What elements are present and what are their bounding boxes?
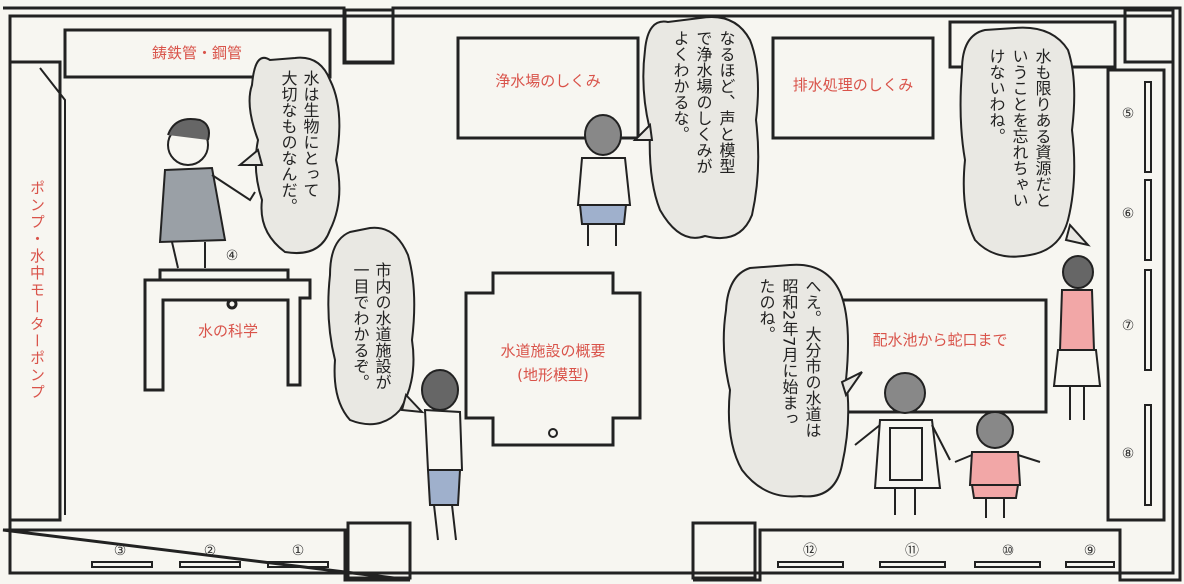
bubble-woman-right-line1: 水も限りある資源だと: [1033, 48, 1052, 208]
number-2: ②: [204, 543, 217, 559]
number-5: ⑤: [1122, 106, 1135, 122]
label-water-purification: 浄水場のしくみ: [495, 72, 601, 90]
bubble-woman-center-line1: へえ。大分市の水道は: [803, 278, 822, 438]
number-4: ④: [226, 248, 239, 264]
pump-panel: [10, 60, 62, 522]
terrain-model: [464, 271, 642, 447]
label-cast-iron-pipe: 鋳鉄管・鋼管: [152, 44, 242, 62]
woman-figure: [1052, 255, 1102, 420]
pump-panel-bevel: [39, 67, 66, 515]
number-7: ⑦: [1122, 318, 1135, 334]
woman-figure-apron: [854, 372, 951, 515]
number-10: ⑩: [1002, 543, 1015, 559]
number-9: ⑨: [1084, 543, 1097, 559]
number-11: ⑪: [905, 543, 919, 559]
boy-figure-side: [421, 369, 464, 541]
label-pump: ポンプ・水中モーターポンプ: [28, 180, 46, 401]
bubble-woman-center: へえ。大分市の水道は 昭和2年7月に始まっ たのね。: [722, 263, 863, 498]
bubble-boy-left-line1: 市内の水道施設が: [373, 262, 392, 390]
number-8: ⑧: [1122, 446, 1135, 462]
label-facility-overview: 水道施設の概要: [500, 342, 605, 360]
terrain-model-marker: [548, 428, 558, 438]
bubble-woman-center-line2: 昭和2年7月に始まっ: [780, 278, 799, 426]
bottom-pillar-right: [691, 521, 757, 580]
bubble-man: 水は生物にとって 大切なものなんだ。: [237, 56, 341, 254]
bubble-boy-center-line3: よくわかるな。: [671, 30, 690, 142]
boy-figure-back: [576, 114, 632, 246]
bubble-man-line1: 水は生物にとって: [301, 70, 320, 198]
bubble-boy-left-line2: 一目でわかるぞ。: [351, 262, 370, 390]
right-wall-panel: [1106, 68, 1166, 522]
bottom-pillar-left: [346, 521, 412, 580]
water-science-table: [143, 268, 312, 392]
man-in-suit-figure: [158, 118, 256, 269]
label-drainage: 排水処理のしくみ: [793, 76, 914, 94]
bubble-woman-right: 水も限りある資源だと いうことを忘れちゃい けないわね。: [959, 26, 1091, 258]
label-reservoir-to-tap: 配水池から蛇口まで: [872, 331, 1007, 349]
label-water-science: 水の科学: [198, 322, 258, 340]
top-right-pillar: [1123, 8, 1175, 64]
drainage-screen: [771, 36, 935, 140]
reservoir-panel: [831, 298, 1048, 414]
top-pillar-left: [343, 8, 395, 64]
girl-figure: [954, 411, 1041, 518]
bottom-slots: [91, 561, 1115, 568]
number-6: ⑥: [1122, 206, 1135, 222]
bubble-boy-center-line1: なるほど、声と模型: [717, 30, 736, 174]
label-facility-overview-sub: (地形模型): [517, 366, 589, 384]
number-3: ③: [114, 543, 127, 559]
bubble-boy-center: なるほど、声と模型 で浄水場のしくみが よくわかるな。: [632, 16, 760, 240]
bubble-woman-right-line2: いうことを忘れちゃい: [1010, 48, 1029, 208]
number-12: ⑫: [803, 543, 817, 559]
bubble-boy-left: 市内の水道施設が 一目でわかるぞ。: [327, 226, 425, 426]
right-wall-slots: [1144, 81, 1152, 506]
bubble-man-line2: 大切なものなんだ。: [279, 70, 298, 214]
bubble-woman-center-line3: たのね。: [757, 278, 776, 342]
bubble-woman-right-line3: けないわね。: [987, 48, 1006, 144]
bubble-boy-center-line2: で浄水場のしくみが: [694, 30, 713, 174]
water-purification-screen: [456, 36, 640, 140]
cast-iron-pipe-panel: [63, 28, 332, 79]
number-1: ①: [292, 543, 305, 559]
